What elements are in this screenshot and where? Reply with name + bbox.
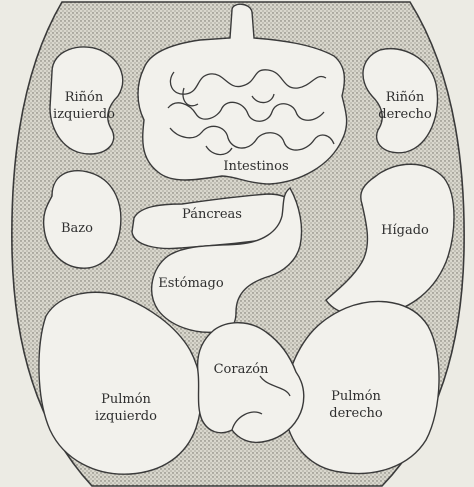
right-kidney [362,48,439,154]
label-intestines: Intestinos [223,159,288,174]
spleen [42,170,122,269]
label-left-kidney-1: Riñón [65,90,104,105]
label-left-lung-1: Pulmón [101,392,151,407]
right-lung [283,300,440,475]
label-right-lung-2: derecho [329,406,383,421]
label-stomach: Estómago [158,276,224,291]
label-left-lung-2: izquierdo [95,409,157,424]
label-pancreas: Páncreas [182,207,242,222]
left-kidney [49,46,124,155]
label-heart: Corazón [214,362,269,377]
intestines [137,3,348,185]
left-lung [38,291,203,475]
heart-detail [231,375,291,431]
intestine-coils [167,69,335,156]
stomach [151,186,303,333]
label-left-kidney-2: izquierdo [53,107,115,122]
label-right-kidney-2: derecho [378,107,432,122]
label-right-lung-1: Pulmón [331,389,381,404]
label-right-kidney-1: Riñón [386,90,425,105]
label-liver: Hígado [381,223,429,238]
heart [196,322,305,444]
label-spleen: Bazo [61,221,93,236]
